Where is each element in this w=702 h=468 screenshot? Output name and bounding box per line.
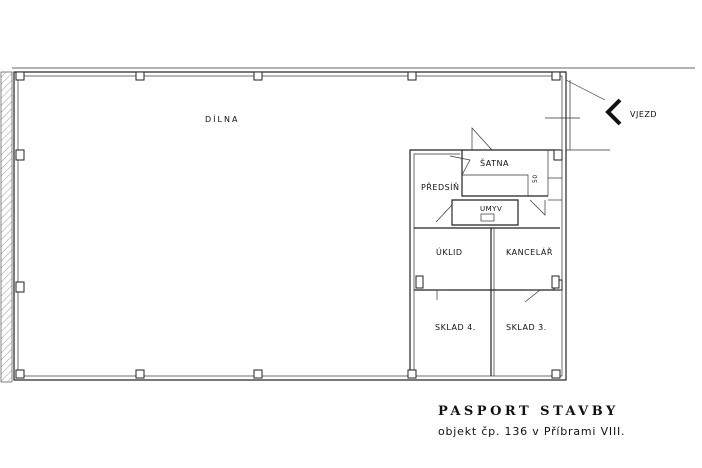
room-label-sklad3: SKLAD 3. — [506, 323, 547, 332]
room-label-umyv: UMYV — [480, 205, 502, 213]
room-label-kancelar: KANCELÁŘ — [506, 246, 553, 257]
entrance-arrow-icon — [605, 98, 622, 126]
outer-walls — [13, 71, 567, 381]
entrance-label: VJEZD — [630, 110, 657, 119]
room-label-dilna: DÍLNA — [205, 113, 239, 124]
sink-icon — [480, 213, 495, 222]
hatched-wall — [0, 71, 13, 383]
title-block-title: PASPORT STAVBY — [438, 404, 619, 419]
door-swings — [435, 79, 610, 303]
room-label-satna: ŠATNA — [480, 157, 509, 168]
dimension-label: 50 — [532, 174, 539, 183]
columns — [15, 71, 563, 379]
room-label-uklid: ÚKLID — [436, 246, 463, 257]
room-label-predsin: PŘEDSÍŇ — [421, 181, 460, 192]
title-block-subtitle: objekt čp. 136 v Příbrami VIII. — [438, 425, 626, 438]
room-label-sklad4: SKLAD 4. — [435, 323, 476, 332]
